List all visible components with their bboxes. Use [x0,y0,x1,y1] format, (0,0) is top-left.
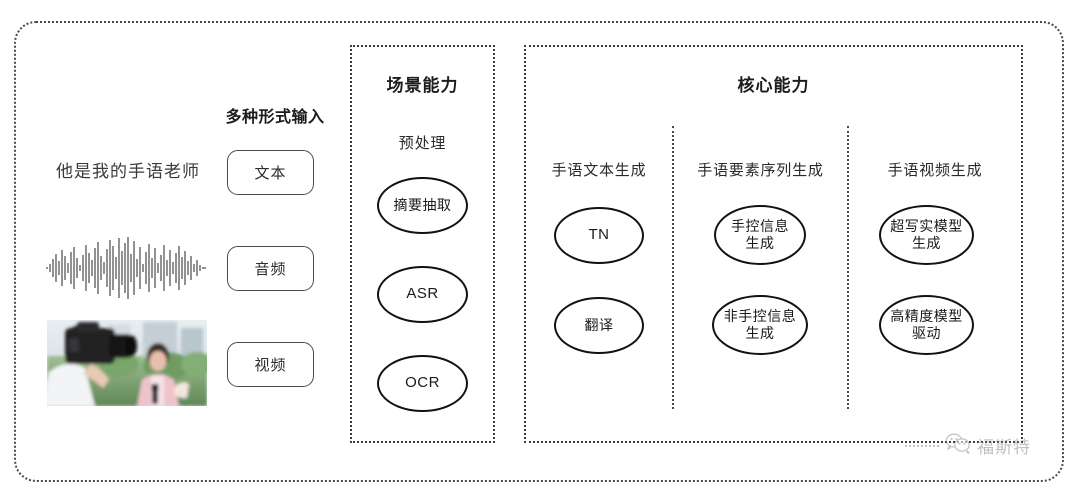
node-non-manual-signal-generation[interactable]: 非手控信息 生成 [712,295,808,355]
core-column-label-text-generation: 手语文本生成 [551,162,647,179]
modality-button-audio[interactable]: 音频 [227,246,314,291]
node-photoreal-line2: 生成 [912,235,941,251]
node-manual-line2: 生成 [745,235,775,251]
core-capability-box: 核心能力 [524,45,1023,443]
audio-waveform-icon [45,236,207,300]
node-translation-line1: 翻译 [584,316,614,333]
core-column-label-element-sequence-generation: 手语要素序列生成 [697,162,824,179]
node-high-precision-model-driving[interactable]: 高精度模型 驱动 [879,295,974,355]
sample-text: 他是我的手语老师 [56,162,200,181]
node-highacc-line2: 驱动 [912,325,941,341]
video-thumbnail [47,320,207,406]
node-non-manual-line2: 生成 [745,325,775,341]
node-highacc-line1: 高精度模型 [890,307,963,324]
node-tn-line1: TN [588,226,610,244]
core-capability-title: 核心能力 [737,76,810,95]
outer-frame [14,21,1064,482]
core-column-divider-1 [672,126,674,409]
node-ocr[interactable]: OCR [377,355,468,412]
watermark-label: 福斯特 [977,438,1031,457]
node-abstract-extraction[interactable]: 摘要抽取 [377,177,468,234]
core-column-divider-2 [847,126,849,409]
node-photorealistic-model-generation[interactable]: 超写实模型 生成 [879,205,974,265]
node-non-manual-line1: 非手控信息 [723,307,797,324]
scene-capability-title: 场景能力 [386,76,459,95]
node-photoreal-line1: 超写实模型 [890,217,963,234]
core-column-label-video-generation: 手语视频生成 [887,162,983,179]
node-translation[interactable]: 翻译 [554,297,644,354]
watermark-dots [905,444,939,447]
node-manual-signal-generation[interactable]: 手控信息 生成 [714,205,806,265]
scene-preprocess-label: 预处理 [398,135,447,152]
node-tn[interactable]: TN [554,207,644,264]
node-asr[interactable]: ASR [377,266,468,323]
wechat-icon [945,432,971,459]
watermark: 福斯特 [905,432,1031,459]
modality-button-video[interactable]: 视频 [227,342,314,387]
modality-button-text[interactable]: 文本 [227,150,314,195]
scene-capability-box: 场景能力 [350,45,495,443]
input-panel-heading: 多种形式输入 [225,109,325,126]
node-manual-line1: 手控信息 [731,217,789,234]
